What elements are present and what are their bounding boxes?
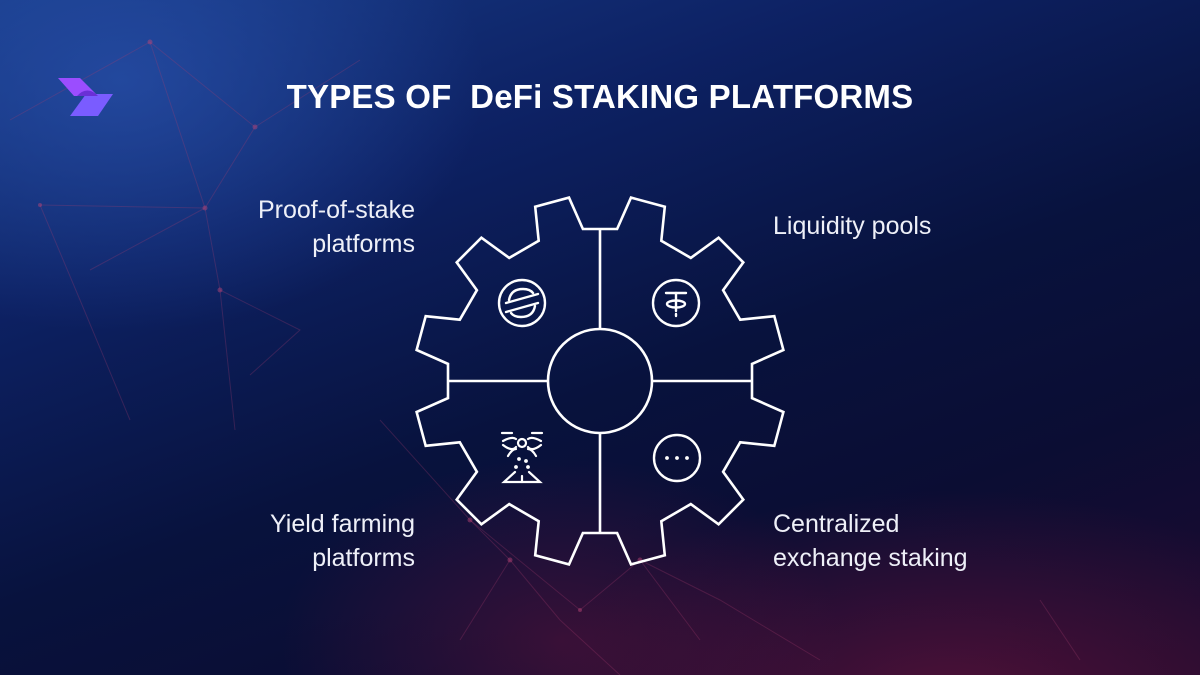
stellar-icon bbox=[497, 278, 547, 328]
logo-overlap bbox=[77, 90, 98, 96]
label-yield-farming-platforms: Yield farming platforms bbox=[270, 507, 415, 575]
brand-logo bbox=[58, 78, 113, 116]
gear-outline bbox=[415, 196, 785, 566]
label-liquidity-pools: Liquidity pools bbox=[773, 209, 931, 243]
label-proof-of-stake-platforms: Proof-of-stake platforms bbox=[258, 193, 415, 261]
label-line: Proof-of-stake bbox=[257, 196, 415, 224]
label-centralized-exchange-staking: Centralized exchange staking bbox=[773, 507, 968, 575]
page-title: TYPES OF DeFi STAKING PLATFORMS bbox=[286, 78, 914, 115]
logo-lower-chevron bbox=[70, 94, 113, 116]
drone-farming-icon bbox=[500, 431, 544, 484]
label-line: platforms bbox=[312, 230, 415, 258]
label-line: platforms bbox=[312, 544, 415, 572]
gear-hub bbox=[546, 327, 654, 435]
label-line: Yield farming bbox=[270, 510, 415, 538]
label-line: Centralized bbox=[773, 510, 900, 538]
label-line: Liquidity pools bbox=[773, 212, 932, 240]
label-line: exchange staking bbox=[773, 544, 968, 572]
gear-dividers bbox=[447, 228, 753, 534]
tether-icon bbox=[651, 278, 701, 328]
more-dots-icon bbox=[652, 433, 702, 483]
